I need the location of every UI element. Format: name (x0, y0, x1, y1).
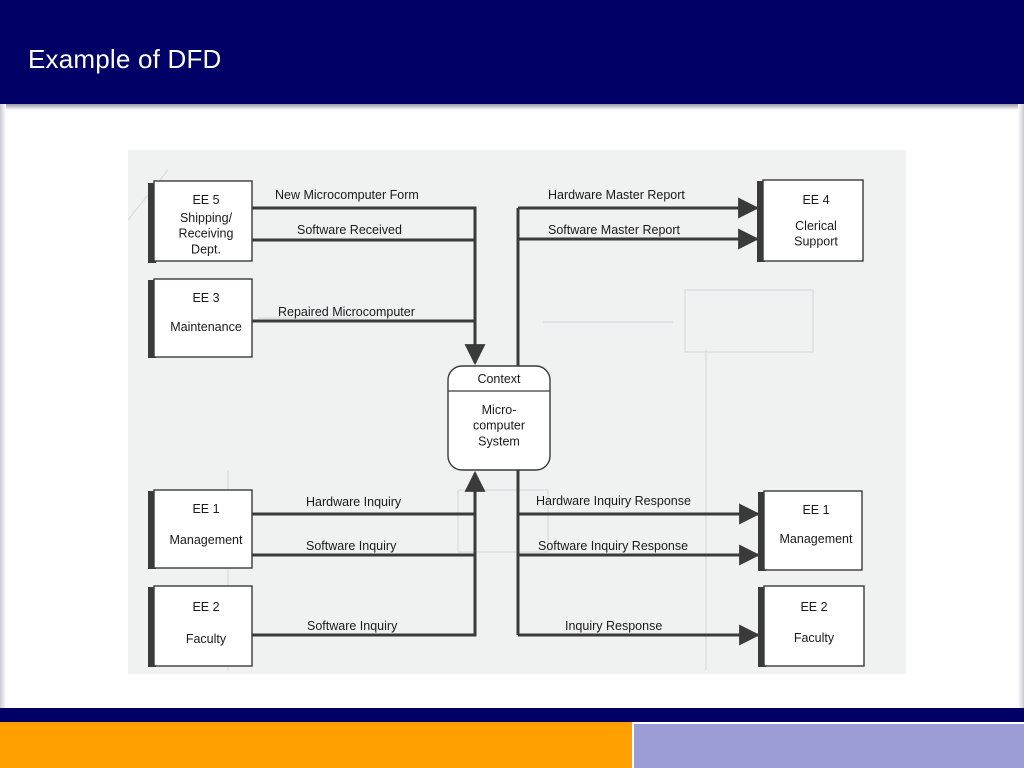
flow-label: Hardware Master Report (548, 188, 685, 202)
frame-right-edge (1018, 104, 1024, 708)
entity-box (153, 278, 253, 358)
entity-id: EE 3 (192, 291, 219, 305)
flow-label: Software Inquiry Response (538, 539, 688, 553)
flow-label: Hardware Inquiry (306, 495, 402, 509)
entity-id: EE 2 (800, 600, 827, 614)
entity-ee1-left: EE 1 Management (148, 489, 253, 569)
flow-line-new-microcomputer-form (252, 206, 486, 366)
entity-ee2-right: EE 2 Faculty (758, 585, 865, 667)
entity-name: Management (170, 533, 243, 547)
entity-name: Management (780, 532, 853, 546)
entity-ee1-right: EE 1 Management (758, 490, 863, 571)
entity-shadow (148, 587, 156, 667)
frame-left-edge (0, 104, 6, 708)
flow-label: Software Inquiry (306, 539, 397, 553)
process-label: Context (477, 372, 521, 386)
entity-box (153, 180, 253, 262)
footer-orange-block (0, 722, 632, 768)
entity-shadow (148, 280, 156, 358)
entity-shadow (758, 492, 766, 571)
entity-box (763, 585, 865, 667)
entity-name: Maintenance (170, 320, 242, 334)
footer-bar (0, 708, 1024, 722)
entity-ee2-left: EE 2 Faculty (148, 585, 253, 667)
entity-shadow (148, 183, 156, 263)
entity-shadow (757, 181, 765, 262)
slide-header: Example of DFD (0, 0, 1024, 104)
entity-name: Faculty (186, 632, 227, 646)
flow-label: Hardware Inquiry Response (536, 494, 691, 508)
process-box (447, 365, 551, 471)
outgoing-flows (516, 197, 761, 646)
entity-box (153, 585, 253, 667)
header-shadow (0, 104, 1024, 110)
footer-lavender-block (632, 722, 1024, 768)
entity-id: EE 1 (802, 503, 829, 517)
flow-label: Inquiry Response (565, 619, 662, 633)
entity-ee3: EE 3 Maintenance (148, 278, 253, 358)
flow-labels: New Microcomputer Form Software Received… (275, 188, 691, 633)
entity-box (153, 489, 253, 569)
flow-label: Repaired Microcomputer (278, 305, 415, 319)
entity-box (763, 490, 863, 571)
flow-label: New Microcomputer Form (275, 188, 419, 202)
flow-label: Software Received (297, 223, 402, 237)
entity-box (762, 179, 864, 262)
entity-id: EE 2 (192, 600, 219, 614)
flow-line-software-inquiry-faculty (252, 470, 486, 637)
incoming-flows (252, 206, 486, 637)
entity-id: EE 1 (192, 502, 219, 516)
entity-shadow (148, 491, 156, 569)
flow-label: Software Inquiry (307, 619, 398, 633)
entity-name: Faculty (794, 631, 835, 645)
slide-title: Example of DFD (28, 44, 222, 74)
entity-id: EE 5 (192, 193, 219, 207)
entity-id: EE 4 (802, 193, 829, 207)
flow-label: Software Master Report (548, 223, 681, 237)
entity-shadow (758, 587, 766, 667)
